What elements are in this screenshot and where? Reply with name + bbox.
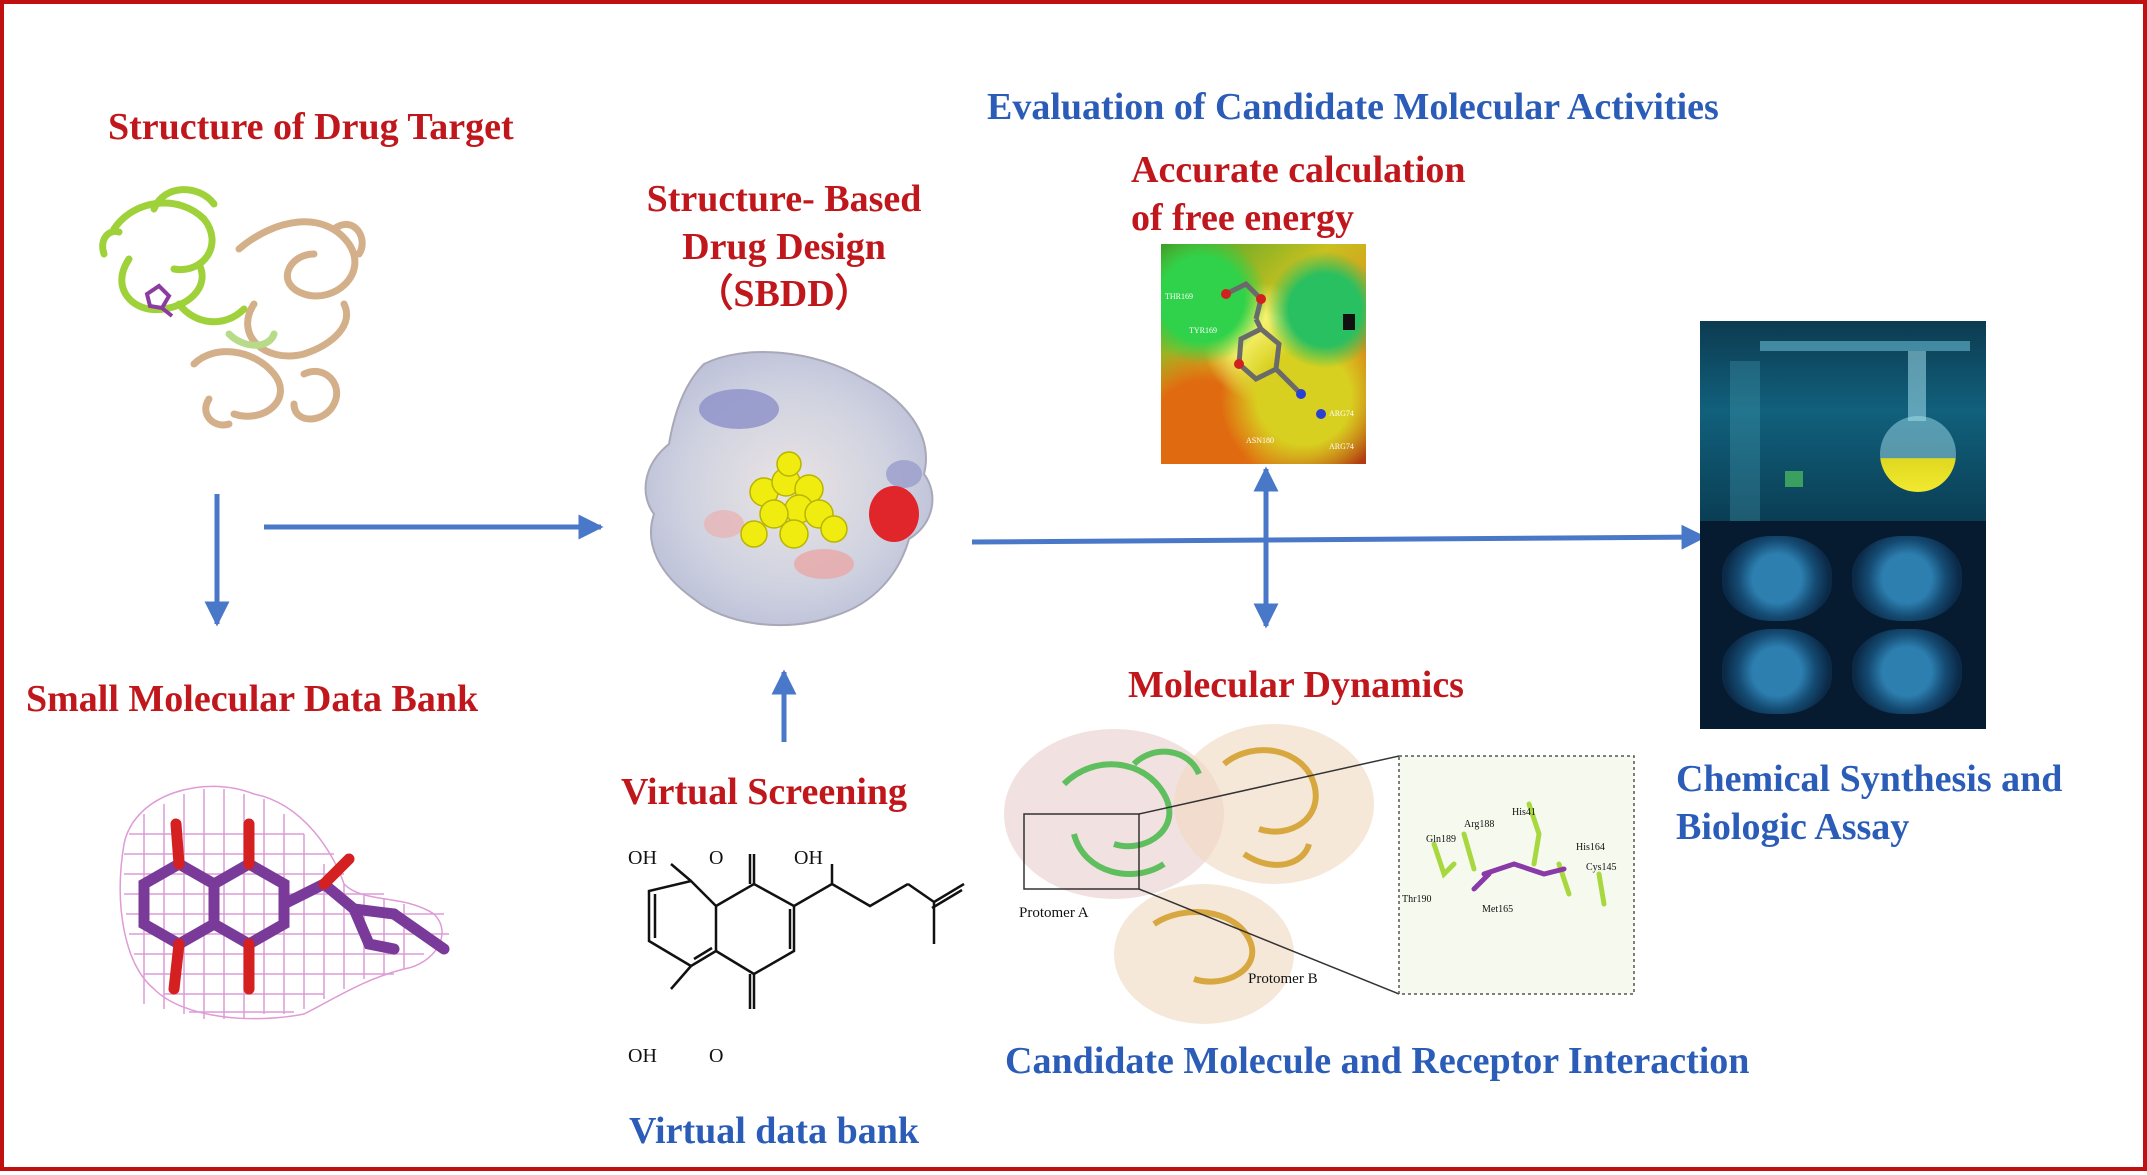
md-label-arg188: Arg188 (1464, 819, 1495, 830)
mol-label-o-bottom: O (709, 1045, 724, 1067)
energy-label-r4: ASN180 (1246, 436, 1275, 445)
small-molecule-mesh-illustration (119, 785, 450, 1020)
label-candidate-interaction: Candidate Molecule and Receptor Interact… (1005, 1040, 1750, 1082)
md-zoom-line-top (1138, 755, 1400, 815)
md-ribbon-green (1061, 748, 1202, 877)
label-free-energy: Accurate calculation of free energy (1131, 147, 1466, 242)
md-ribbon-gold (1152, 747, 1319, 985)
label-chem-synthesis-line1: Chemical Synthesis and (1676, 758, 2063, 800)
surface-red-patch-1 (869, 486, 919, 542)
protein-ribbon-tan (190, 218, 366, 429)
md-zoom-line-bottom (1138, 888, 1400, 995)
ct-scan-2 (1852, 536, 1962, 621)
energy-label-r1: THR169 (1165, 292, 1193, 301)
md-label-gln189: Gln189 (1426, 834, 1456, 845)
label-sbdd-line1: Structure- Based (646, 178, 922, 220)
photo-ct-scans (1700, 521, 1986, 729)
energy-label-r3: ARG74 (1329, 409, 1354, 418)
ligand-in-pocket (1221, 280, 1355, 419)
md-zoom-box-source (1023, 813, 1140, 890)
label-evaluation: Evaluation of Candidate Molecular Activi… (987, 86, 1719, 128)
surface-red-patch-3 (704, 510, 744, 538)
ct-scan-3 (1722, 629, 1832, 714)
mol-label-oh-side-chain: OH (794, 847, 823, 869)
label-free-energy-line2: of free energy (1131, 196, 1354, 239)
protein-ligand-purple (144, 283, 174, 318)
mol-label-o-top: O (709, 847, 724, 869)
flask-body (1880, 416, 1956, 492)
small-molecule-oxygens (168, 818, 355, 995)
arrow-sbdd-to-synthesis (971, 524, 1707, 550)
mol-label-oh-bottom-left: OH (628, 1045, 657, 1067)
flask-neck (1908, 351, 1926, 421)
md-inset-sticks (1431, 801, 1607, 907)
sbdd-surface-illustration (644, 351, 934, 627)
label-molecular-dynamics: Molecular Dynamics (1128, 664, 1464, 706)
md-label-his41: His41 (1512, 807, 1536, 818)
md-label-cys145: Cys145 (1586, 862, 1617, 873)
label-structure-of-drug-target: Structure of Drug Target (108, 106, 514, 148)
ct-scan-4 (1852, 629, 1962, 714)
virtual-molecule-structure (647, 854, 965, 1009)
mol-label-oh-top-left: OH (628, 847, 657, 869)
flask-stand-rod (1760, 341, 1970, 351)
md-label-met165: Met165 (1482, 904, 1514, 915)
md-zoom-inset (1398, 755, 1635, 995)
md-label-protomer-b: Protomer B (1248, 971, 1318, 987)
photo-flask (1700, 321, 1986, 521)
molecular-dynamics-illustration (1004, 724, 1635, 1024)
label-free-energy-line1: Accurate calculation (1131, 149, 1466, 191)
arrows-layer (204, 466, 1707, 742)
protein-structure-illustration (99, 186, 366, 429)
energy-label-r2: TYR169 (1189, 326, 1217, 335)
label-sbdd-line2: Drug Design (682, 225, 886, 268)
ligand-spheres-yellow (740, 451, 848, 549)
surface-red-patch-2 (794, 549, 854, 579)
label-sbdd-line3: （SBDD） (695, 273, 873, 315)
flask-left-glass (1730, 361, 1760, 521)
md-surface-bottom (1114, 884, 1294, 1024)
label-sbdd: Structure- Based Drug Design （SBDD） (614, 176, 954, 319)
label-small-molecular-data-bank: Small Molecular Data Bank (26, 678, 479, 720)
md-label-protomer-a: Protomer A (1019, 905, 1089, 921)
label-virtual-screening: Virtual Screening (621, 771, 908, 813)
ct-scan-1 (1722, 536, 1832, 621)
md-label-thr190: Thr190 (1402, 894, 1432, 905)
flask-green-block (1785, 471, 1803, 487)
surface-blue-patch-1 (699, 389, 779, 429)
label-virtual-data-bank: Virtual data bank (629, 1110, 919, 1152)
free-energy-map: THR169 TYR169 ARG74 ASN180 ARG74 (1161, 244, 1366, 464)
md-label-his164: His164 (1576, 842, 1605, 853)
label-chem-synthesis-line2: Biologic Assay (1676, 805, 1910, 848)
surface-blue-patch-2 (886, 460, 922, 488)
label-chem-synthesis: Chemical Synthesis and Biologic Assay (1676, 756, 2062, 851)
energy-label-r5: ARG74 (1329, 442, 1354, 451)
molecule-bonds (647, 854, 965, 1009)
